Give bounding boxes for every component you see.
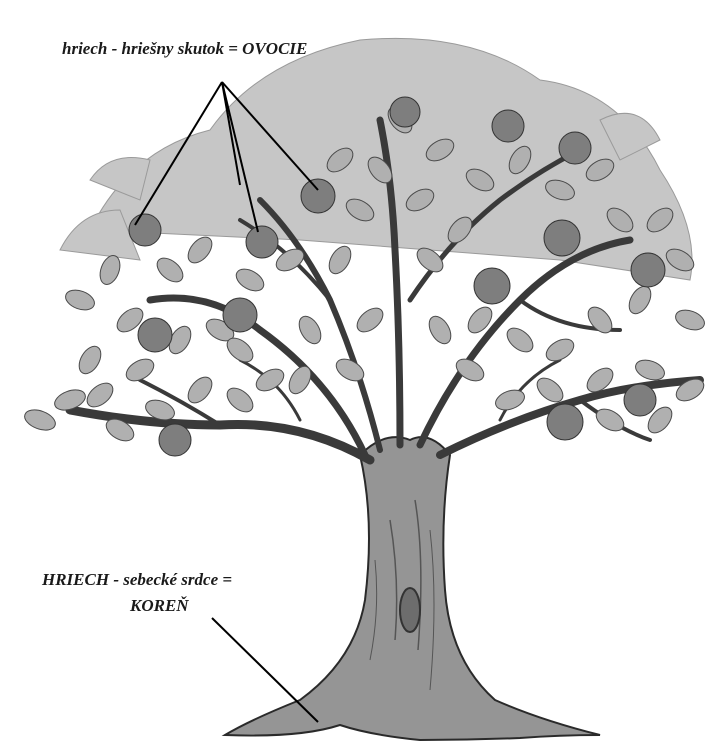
fruit	[246, 226, 278, 258]
root-label-line1: HRIECH - sebecké srdce =	[42, 571, 232, 588]
fruit	[547, 404, 583, 440]
fruit	[559, 132, 591, 164]
fruit	[138, 318, 172, 352]
fruit	[474, 268, 510, 304]
root-label-line2: KOREŇ	[130, 597, 189, 614]
fruit	[301, 179, 335, 213]
fruit	[159, 424, 191, 456]
fruit	[223, 298, 257, 332]
fruit	[129, 214, 161, 246]
pointer-line-root	[212, 618, 318, 722]
fruit	[544, 220, 580, 256]
fruit	[624, 384, 656, 416]
fruit	[631, 253, 665, 287]
fruit	[492, 110, 524, 142]
fruit-label: hriech - hriešny skutok = OVOCIE	[62, 40, 307, 57]
fruit	[390, 97, 420, 127]
trunk	[225, 437, 600, 740]
